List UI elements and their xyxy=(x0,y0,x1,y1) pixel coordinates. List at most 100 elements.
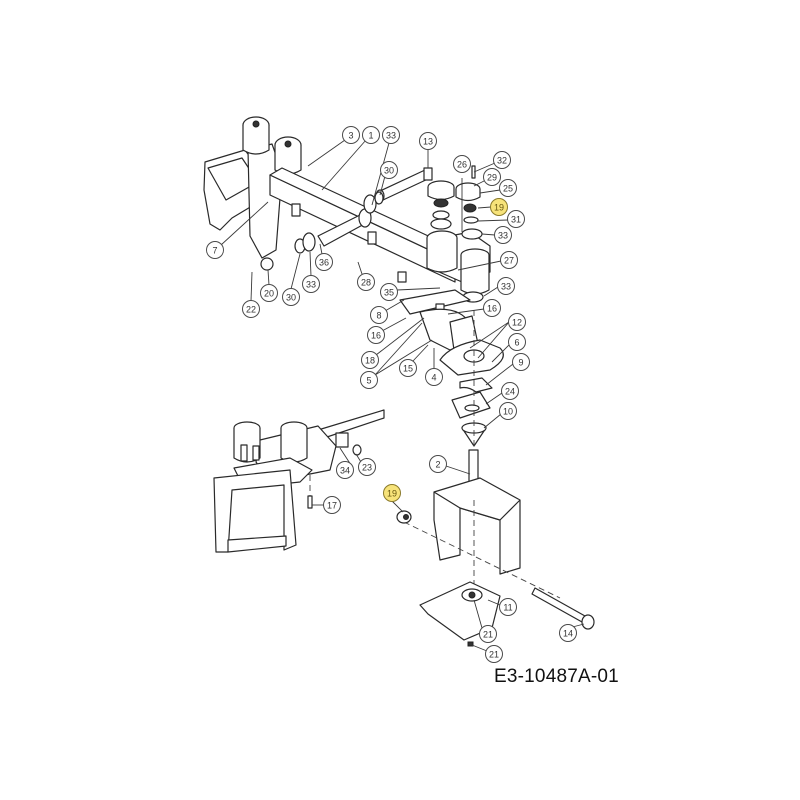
callout-part-35[interactable]: 35 xyxy=(380,283,398,301)
callout-part-22[interactable]: 22 xyxy=(242,300,260,318)
callout-circle xyxy=(494,226,512,244)
callout-part-27[interactable]: 27 xyxy=(500,251,518,269)
callout-part-14[interactable]: 14 xyxy=(559,624,577,642)
callout-part-24[interactable]: 24 xyxy=(501,382,519,400)
callout-circle xyxy=(380,283,398,301)
callout-circle xyxy=(357,273,375,291)
callout-circle xyxy=(382,126,400,144)
callout-part-31[interactable]: 31 xyxy=(507,210,525,228)
callout-part-25[interactable]: 25 xyxy=(499,179,517,197)
callout-part-9[interactable]: 9 xyxy=(512,353,530,371)
callout-circle xyxy=(559,624,577,642)
callout-circle xyxy=(499,402,517,420)
callout-number: 19 xyxy=(387,489,397,499)
callout-number: 5 xyxy=(366,376,371,386)
callout-part-1[interactable]: 1 xyxy=(362,126,380,144)
callout-part-21[interactable]: 21 xyxy=(485,645,503,663)
callout-part-29[interactable]: 29 xyxy=(483,168,501,186)
callout-part-26[interactable]: 26 xyxy=(453,155,471,173)
callout-part-32[interactable]: 32 xyxy=(493,151,511,169)
steering-sector-assembly xyxy=(399,289,504,470)
callout-part-19[interactable]: 19 xyxy=(490,198,508,216)
callout-part-6[interactable]: 6 xyxy=(508,333,526,351)
callout-number: 23 xyxy=(362,463,372,473)
callout-part-20[interactable]: 20 xyxy=(260,284,278,302)
callout-part-16[interactable]: 16 xyxy=(367,326,385,344)
callout-part-33[interactable]: 33 xyxy=(382,126,400,144)
callout-number: 21 xyxy=(489,650,499,660)
callout-part-34[interactable]: 34 xyxy=(336,461,354,479)
callout-number: 27 xyxy=(504,256,514,266)
callout-circle xyxy=(367,326,385,344)
callout-number: 22 xyxy=(246,305,256,315)
callout-part-10[interactable]: 10 xyxy=(499,402,517,420)
callout-part-33[interactable]: 33 xyxy=(497,277,515,295)
callout-part-13[interactable]: 13 xyxy=(419,132,437,150)
callout-number: 25 xyxy=(503,184,513,194)
callout-number: 33 xyxy=(501,282,511,292)
callout-number: 2 xyxy=(435,460,440,470)
callout-part-28[interactable]: 28 xyxy=(357,273,375,291)
callout-circle xyxy=(315,253,333,271)
callout-part-30[interactable]: 30 xyxy=(380,161,398,179)
callout-part-16[interactable]: 16 xyxy=(483,299,501,317)
callout-circle xyxy=(453,155,471,173)
callout-circle xyxy=(508,333,526,351)
callout-circle xyxy=(493,151,511,169)
callout-part-15[interactable]: 15 xyxy=(399,359,417,377)
callout-part-36[interactable]: 36 xyxy=(315,253,333,271)
callout-number: 4 xyxy=(431,373,436,383)
callout-circle xyxy=(479,625,497,643)
callout-part-19[interactable]: 19 xyxy=(383,484,401,502)
callout-part-8[interactable]: 8 xyxy=(370,306,388,324)
callout-part-23[interactable]: 23 xyxy=(358,458,376,476)
callout-part-18[interactable]: 18 xyxy=(361,351,379,369)
callout-number: 10 xyxy=(503,407,513,417)
callout-circle xyxy=(499,598,517,616)
callout-part-7[interactable]: 7 xyxy=(206,241,224,259)
callout-number: 12 xyxy=(512,318,522,328)
callout-number: 9 xyxy=(518,358,523,368)
callout-number: 17 xyxy=(327,501,337,511)
callout-number: 28 xyxy=(361,278,371,288)
callout-number: 14 xyxy=(563,629,573,639)
callout-number: 16 xyxy=(487,304,497,314)
callout-part-11[interactable]: 11 xyxy=(499,598,517,616)
callout-part-21[interactable]: 21 xyxy=(479,625,497,643)
callout-circle xyxy=(336,461,354,479)
callout-number: 35 xyxy=(384,288,394,298)
callout-number: 21 xyxy=(483,630,493,640)
callout-part-3[interactable]: 3 xyxy=(342,126,360,144)
callout-part-5[interactable]: 5 xyxy=(360,371,378,389)
callout-circle xyxy=(362,126,380,144)
callout-number: 20 xyxy=(264,289,274,299)
callout-part-2[interactable]: 2 xyxy=(429,455,447,473)
drawing-id-label: E3-10487A-01 xyxy=(494,666,619,687)
callout-circle xyxy=(302,275,320,293)
callout-circle xyxy=(282,288,300,306)
callout-circle xyxy=(483,299,501,317)
callout-part-30[interactable]: 30 xyxy=(282,288,300,306)
callout-part-17[interactable]: 17 xyxy=(323,496,341,514)
callout-part-12[interactable]: 12 xyxy=(508,313,526,331)
callout-part-4[interactable]: 4 xyxy=(425,368,443,386)
callout-number: 18 xyxy=(365,356,375,366)
callout-number: 8 xyxy=(376,311,381,321)
callout-circle xyxy=(490,198,508,216)
callout-circle xyxy=(383,484,401,502)
callout-number: 16 xyxy=(371,331,381,341)
callout-circle xyxy=(361,351,379,369)
callout-number: 13 xyxy=(423,137,433,147)
callout-circle xyxy=(370,306,388,324)
callout-circle xyxy=(206,241,224,259)
callout-number: 33 xyxy=(498,231,508,241)
callout-circle xyxy=(483,168,501,186)
callout-circle xyxy=(500,251,518,269)
callout-circle xyxy=(260,284,278,302)
callout-number: 33 xyxy=(386,131,396,141)
callout-part-33[interactable]: 33 xyxy=(302,275,320,293)
callout-part-33[interactable]: 33 xyxy=(494,226,512,244)
callout-number: 36 xyxy=(319,258,329,268)
callout-circle xyxy=(499,179,517,197)
